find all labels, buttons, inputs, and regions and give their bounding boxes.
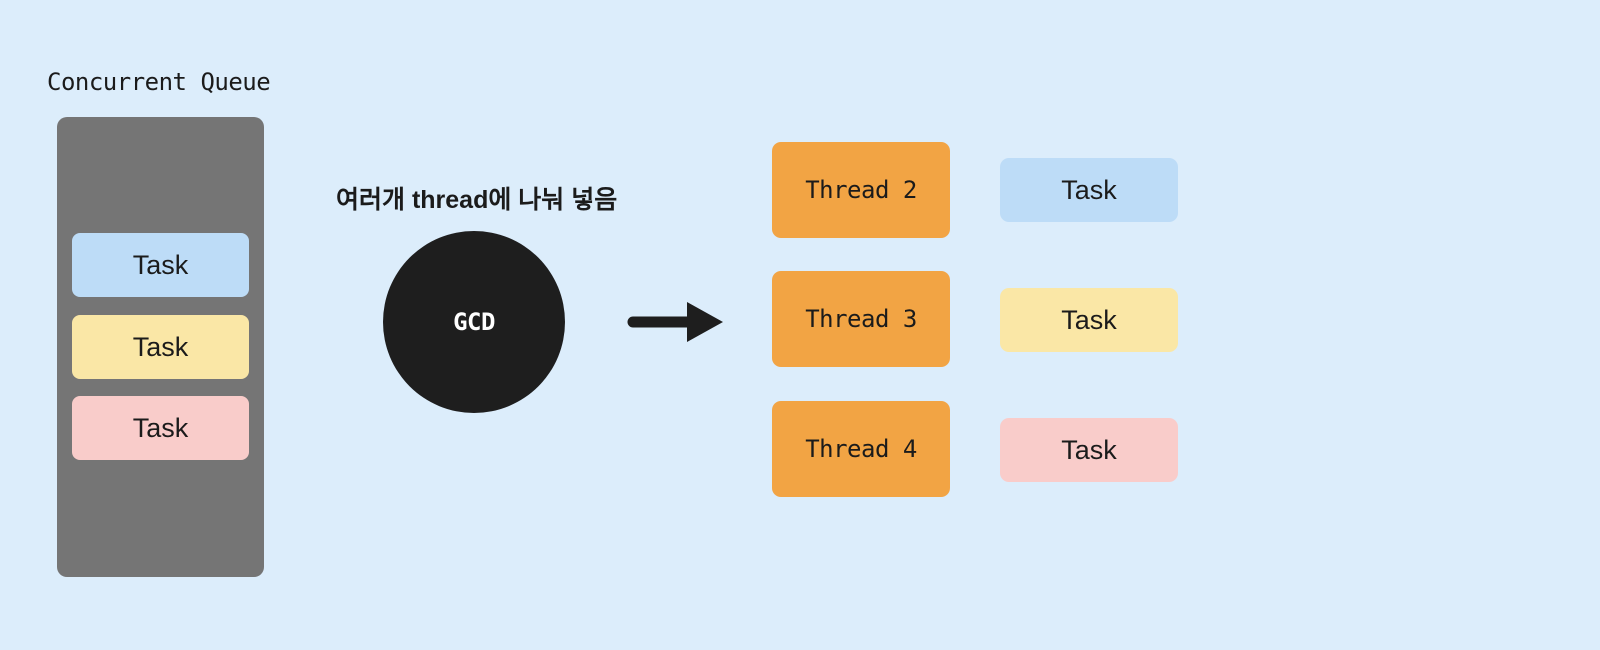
distribute-annotation: 여러개 thread에 나눠 넣음: [336, 186, 618, 214]
assigned-task-label: Task: [1061, 174, 1117, 205]
thread-label: Thread 4: [805, 435, 917, 463]
assigned-task-yellow: Task: [1000, 288, 1178, 352]
queue-task-label: Task: [132, 331, 189, 362]
queue-task-yellow: Task: [72, 315, 249, 379]
diagram-title: Concurrent Queue: [47, 68, 271, 96]
concurrent-queue-container: Task Task Task: [57, 117, 264, 577]
right-arrow-icon: [627, 302, 723, 342]
thread-label: Thread 2: [805, 176, 917, 204]
thread-3-box: Thread 3: [772, 271, 950, 367]
thread-2-box: Thread 2: [772, 142, 950, 238]
thread-4-box: Thread 4: [772, 401, 950, 497]
queue-task-label: Task: [132, 412, 189, 443]
thread-label: Thread 3: [805, 305, 917, 333]
gcd-label: GCD: [453, 308, 495, 336]
queue-task-blue: Task: [72, 233, 249, 297]
assigned-task-blue: Task: [1000, 158, 1178, 222]
assigned-task-pink: Task: [1000, 418, 1178, 482]
assigned-task-label: Task: [1061, 434, 1117, 465]
gcd-node: GCD: [383, 231, 565, 413]
queue-task-label: Task: [132, 249, 189, 280]
assigned-task-label: Task: [1061, 304, 1117, 335]
queue-task-pink: Task: [72, 396, 249, 460]
